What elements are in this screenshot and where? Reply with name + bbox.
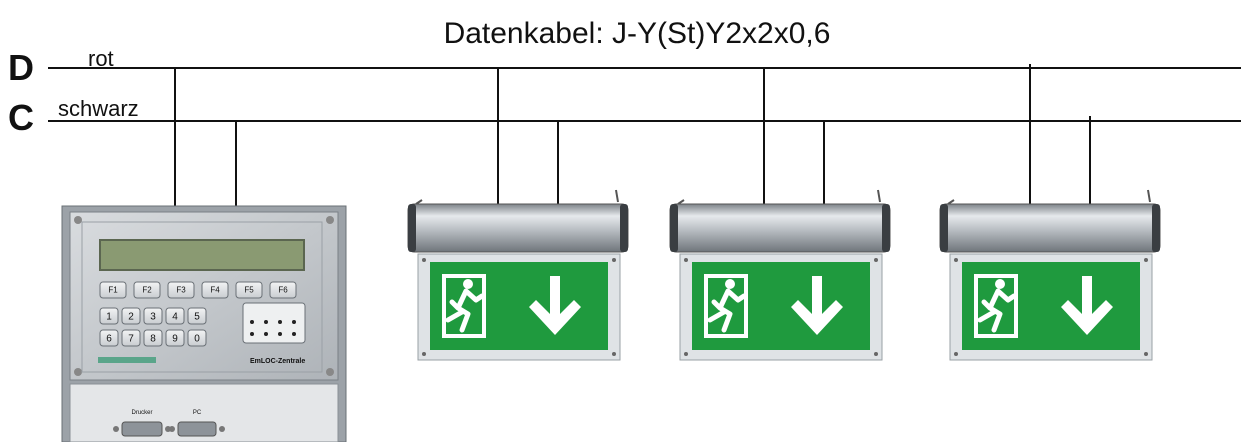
line-d-color-label: rot: [88, 46, 114, 71]
exit-sign-2: [670, 190, 890, 360]
key-label: 6: [106, 333, 112, 344]
lcd-display: [99, 239, 305, 271]
number-key-5[interactable]: 5: [187, 307, 207, 325]
line-c-letter: C: [8, 97, 34, 138]
function-key-f6[interactable]: F6: [269, 281, 297, 299]
diagram-title: Datenkabel: J-Y(St)Y2x2x0,6: [444, 17, 831, 50]
number-keypad: 1 2 3 4 5 6 7 8 9 0: [99, 307, 207, 347]
key-label: 2: [128, 311, 134, 322]
function-key-f3[interactable]: F3: [167, 281, 195, 299]
key-label: 5: [194, 311, 200, 322]
function-key-f2[interactable]: F2: [133, 281, 161, 299]
function-key-row: F1 F2 F3 F4 F5 F6: [99, 281, 297, 299]
key-label: 1: [106, 311, 112, 322]
green-indicator-strip: [98, 357, 156, 363]
function-key-f1[interactable]: F1: [99, 281, 127, 299]
svg-text:Drucker: Drucker: [131, 410, 152, 416]
key-label: F1: [108, 286, 118, 295]
key-label: F5: [244, 286, 254, 295]
number-key-4[interactable]: 4: [165, 307, 185, 325]
exit-sign-1: [408, 190, 628, 360]
port-pc: PC: [169, 410, 225, 437]
status-led-panel: [242, 302, 306, 344]
function-key-f4[interactable]: F4: [201, 281, 229, 299]
number-key-8[interactable]: 8: [143, 329, 163, 347]
key-label: F6: [278, 286, 288, 295]
function-key-f5[interactable]: F5: [235, 281, 263, 299]
key-label: 8: [150, 333, 156, 344]
key-label: 7: [128, 333, 134, 344]
controller-unit: F1 F2 F3 F4 F5 F6 1 2 3 4 5 6 7 8 9 0 EmLOC-Zentrale D…: [61, 205, 347, 442]
number-key-7[interactable]: 7: [121, 329, 141, 347]
number-key-0[interactable]: 0: [187, 329, 207, 347]
key-label: 4: [172, 311, 178, 322]
key-label: 0: [194, 333, 200, 344]
controller-brand-label: EmLOC-Zentrale: [250, 358, 305, 365]
number-key-3[interactable]: 3: [143, 307, 163, 325]
key-label: 3: [150, 311, 156, 322]
number-key-2[interactable]: 2: [121, 307, 141, 325]
key-label: F3: [176, 286, 186, 295]
number-key-9[interactable]: 9: [165, 329, 185, 347]
line-d-letter: D: [8, 47, 34, 88]
number-key-1[interactable]: 1: [99, 307, 119, 325]
key-label: F2: [142, 286, 152, 295]
svg-text:PC: PC: [193, 410, 202, 416]
key-label: F4: [210, 286, 220, 295]
key-label: 9: [172, 333, 178, 344]
line-c-color-label: schwarz: [58, 96, 139, 121]
number-key-6[interactable]: 6: [99, 329, 119, 347]
drop-wires: [174, 64, 1091, 209]
exit-sign-3: [940, 190, 1160, 360]
